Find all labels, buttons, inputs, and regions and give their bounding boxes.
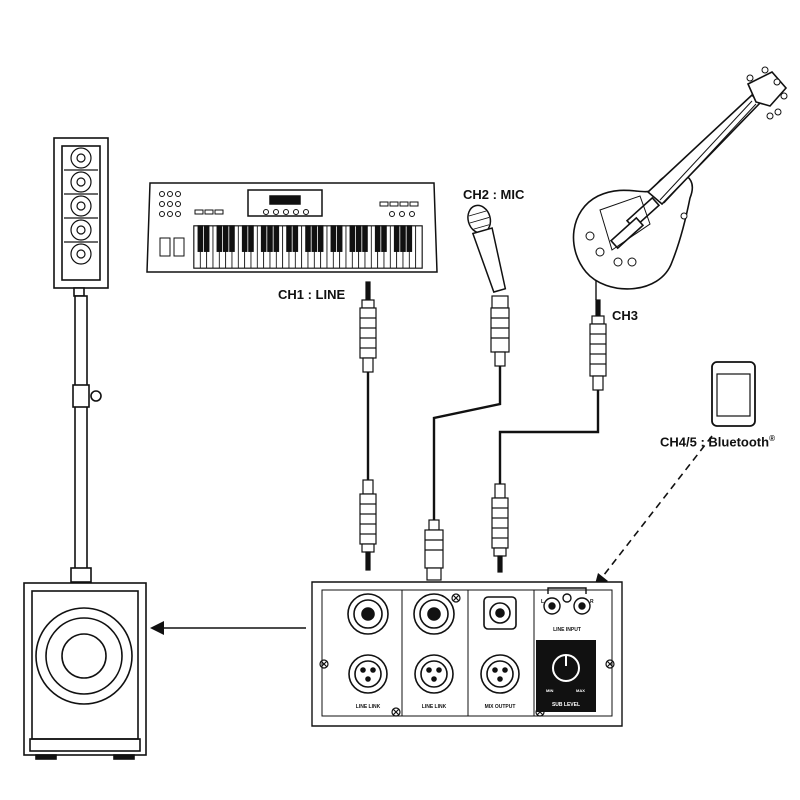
white-key	[415, 225, 423, 269]
black-key	[292, 225, 299, 252]
black-key	[267, 225, 273, 252]
cables	[366, 366, 600, 520]
black-key	[229, 225, 235, 252]
black-key	[400, 225, 406, 252]
combo-jack-1	[347, 593, 389, 635]
registered-mark: ®	[769, 434, 775, 443]
line-link-label-2: LINE LINK	[422, 704, 447, 710]
black-key	[216, 225, 223, 252]
black-key	[330, 225, 337, 252]
quarter-inch-jack-ch3	[483, 596, 517, 630]
microphone-icon	[467, 204, 507, 293]
xlr-out-3	[480, 654, 520, 694]
black-key	[311, 225, 318, 252]
black-key	[406, 225, 413, 252]
black-key	[260, 225, 267, 252]
left-channel-label: L	[541, 599, 544, 605]
black-key	[349, 225, 356, 252]
connection-panel	[311, 581, 623, 727]
ch1-label: CH1 : LINE	[278, 287, 346, 302]
keyboard-icon	[146, 182, 438, 273]
bluetooth-link	[599, 435, 713, 581]
sub-level-knob	[552, 654, 580, 682]
sub-level-label: SUB LEVEL	[552, 702, 580, 708]
jack-plug-ch1-bottom	[359, 479, 377, 571]
knob-max-label: MAX	[576, 688, 585, 693]
knob-min-label: MIN	[546, 688, 553, 693]
black-key	[248, 225, 254, 252]
xlr-out-2	[414, 654, 454, 694]
ch45-text: CH4/5 : Bluetooth	[660, 434, 770, 450]
guitar-icon	[572, 66, 788, 300]
black-key	[305, 225, 311, 252]
line-link-label-1: LINE LINK	[356, 704, 381, 710]
black-key	[336, 225, 343, 252]
ch3-label: CH3	[612, 308, 639, 323]
black-key	[317, 225, 324, 252]
black-key	[355, 225, 362, 252]
black-key	[362, 225, 368, 252]
black-key	[286, 225, 292, 252]
black-key	[197, 225, 204, 252]
rca-line-input	[543, 587, 591, 615]
black-key	[374, 225, 381, 252]
jack-plug-ch3-bottom	[491, 483, 509, 573]
xlr-plug-ch2-bottom	[424, 519, 444, 581]
output-arrow	[150, 621, 306, 635]
phone-icon	[711, 361, 756, 427]
black-key	[393, 225, 400, 252]
subwoofer-icon	[23, 582, 147, 760]
black-key	[381, 225, 387, 252]
ch2-label: CH2 : MIC	[463, 187, 525, 202]
black-key	[222, 225, 229, 252]
xlr-out-1	[348, 654, 388, 694]
line-input-label: LINE INPUT	[553, 627, 581, 633]
panel-screw	[319, 593, 615, 717]
black-key	[241, 225, 248, 252]
right-channel-label: R	[590, 599, 594, 605]
combo-jack-2	[413, 593, 455, 635]
jack-plug-ch3-top	[589, 299, 607, 391]
mix-output-label: MIX OUTPUT	[485, 704, 516, 710]
column-speaker-icon	[53, 137, 109, 587]
black-key	[203, 225, 210, 252]
black-key	[273, 225, 280, 252]
xlr-plug-ch2-top	[490, 295, 510, 367]
jack-plug-ch1-top	[359, 281, 377, 373]
ch45-label: CH4/5 : Bluetooth®	[660, 434, 775, 449]
sub-level-box	[536, 640, 596, 712]
